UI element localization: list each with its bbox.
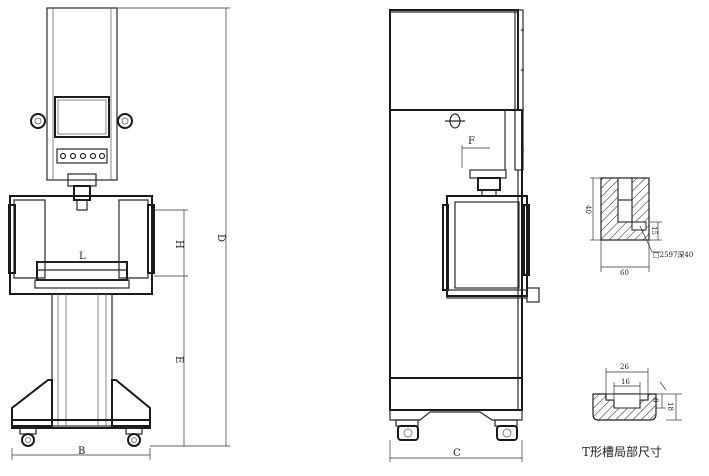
dim-label-40: 40 <box>584 205 592 214</box>
side-left-caster <box>395 419 419 441</box>
dim-label-f: F <box>468 136 475 147</box>
front-screen <box>54 96 110 138</box>
side-window-frame <box>446 195 528 297</box>
control-button <box>89 152 97 160</box>
base-plate <box>11 419 151 429</box>
side-left-guard <box>442 204 449 291</box>
side-right-guard <box>523 204 530 276</box>
dim-label-b: B <box>78 446 85 457</box>
base-left-leg <box>11 379 53 427</box>
dim-label-16: 16 <box>621 378 630 386</box>
front-left-guard <box>8 204 16 274</box>
tslot-caption: T形槽局部尺寸 <box>582 444 662 459</box>
dim-label-h: H <box>173 240 184 249</box>
dim-label-c: C <box>453 448 461 459</box>
control-panel <box>56 148 108 164</box>
dim-label-e: E <box>173 356 184 363</box>
dim-label-26: 26 <box>620 363 629 371</box>
control-button <box>59 152 67 160</box>
dim-label-18: 18 <box>666 402 674 411</box>
front-right-guard <box>147 204 155 274</box>
worktable <box>36 261 128 281</box>
dim-label-8: 8 <box>651 398 659 402</box>
dim-label-15: 15 <box>650 226 658 235</box>
left-lifting-ring <box>30 113 46 129</box>
front-left-caster <box>19 427 37 447</box>
dim-label-l: L <box>79 251 86 262</box>
dim-label-thread: □2597深40 <box>653 250 693 259</box>
front-right-caster <box>125 427 143 447</box>
side-switch <box>526 287 540 303</box>
rotation-indicator-icon <box>445 113 465 129</box>
lower-column <box>51 293 113 427</box>
side-press-head <box>477 177 501 191</box>
side-right-caster <box>494 419 518 441</box>
side-view: F C <box>389 9 540 462</box>
dim-label-60: 60 <box>620 269 629 277</box>
detail-tslot: 26 16 8 18 T形槽局部尺寸 <box>582 363 682 459</box>
side-base <box>389 410 523 421</box>
side-upper-housing <box>389 9 519 111</box>
side-body <box>389 109 523 411</box>
front-view: L B D H <box>8 7 230 460</box>
detail-section-hole: 40 15 □2597深40 60 <box>584 177 693 277</box>
right-lifting-ring <box>117 113 133 129</box>
control-button <box>98 152 106 160</box>
front-column <box>46 7 118 181</box>
base-right-leg <box>111 379 151 427</box>
control-button <box>79 152 87 160</box>
dim-label-d: D <box>215 234 226 242</box>
press-ram <box>73 185 91 201</box>
control-button <box>69 152 77 160</box>
